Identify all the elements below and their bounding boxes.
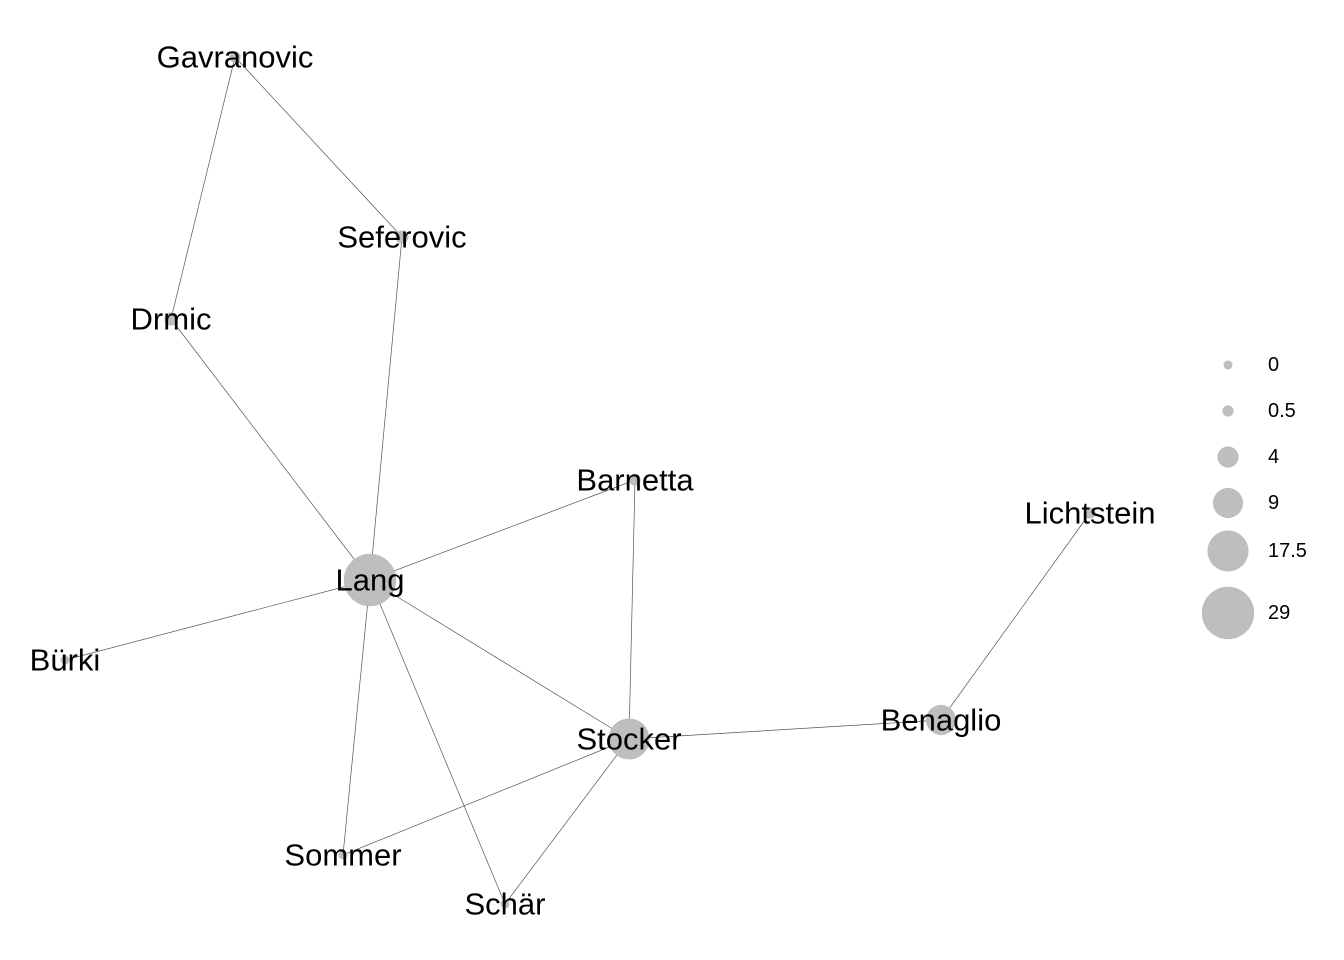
labels-layer: GavranovicSeferovicDrmicBarnettaLichtste…: [30, 40, 1156, 922]
edge-stocker-sommer: [342, 738, 630, 856]
size-legend: 0 0.5 4 9 17.5 29: [1201, 354, 1307, 640]
node-label-schar: Schär: [465, 887, 546, 922]
node-schar[interactable]: [500, 899, 510, 909]
node-drmic[interactable]: [164, 312, 178, 326]
edges-layer: [64, 56, 1091, 905]
node-label-seferovic: Seferovic: [337, 220, 466, 255]
node-barnetta[interactable]: [629, 474, 641, 486]
edge-stocker-benaglio: [628, 719, 942, 740]
edge-gavranovic-drmic: [170, 56, 236, 320]
edge-lang-stocker: [369, 579, 630, 740]
node-label-lichtstein: Lichtstein: [1025, 496, 1156, 531]
node-label-stocker: Stocker: [576, 722, 681, 757]
node-lichtstein[interactable]: [1084, 507, 1096, 519]
node-label-barnetta: Barnetta: [576, 463, 694, 498]
node-label-benaglio: Benaglio: [881, 703, 1002, 738]
legend-key-9: [1212, 487, 1244, 519]
edge-stocker-schar: [504, 738, 630, 905]
node-seferovic[interactable]: [395, 230, 409, 244]
node-label-drmic: Drmic: [131, 302, 212, 337]
node-label-sommer: Sommer: [284, 838, 401, 873]
edge-gavranovic-seferovic: [234, 56, 403, 238]
legend-label-29: 29: [1268, 602, 1290, 624]
edge-benaglio-lichtstein: [940, 512, 1091, 721]
node-sommer[interactable]: [338, 850, 348, 860]
node-label-burki: Bürki: [30, 643, 101, 678]
legend-key-17-5: [1207, 530, 1249, 572]
edge-drmic-lang: [170, 318, 371, 581]
node-burki[interactable]: [60, 655, 70, 665]
edge-lang-burki: [64, 579, 371, 661]
node-lang[interactable]: [343, 553, 397, 607]
edge-barnetta-lang: [369, 479, 636, 581]
legend-label-4: 4: [1268, 446, 1279, 468]
edge-barnetta-stocker: [628, 479, 636, 740]
node-stocker[interactable]: [608, 718, 650, 760]
legend-key-4: [1217, 446, 1239, 468]
node-benaglio[interactable]: [925, 704, 957, 736]
legend-label-9: 9: [1268, 492, 1279, 514]
legend-label-0-5: 0.5: [1268, 400, 1296, 422]
legend-key-0-5: [1222, 405, 1234, 417]
edge-lang-schar: [369, 579, 506, 905]
legend-key-29: [1201, 586, 1255, 640]
legend-label-17-5: 17.5: [1268, 540, 1307, 562]
node-label-lang: Lang: [336, 563, 405, 598]
nodes-layer: [60, 51, 1096, 909]
node-gavranovic[interactable]: [229, 51, 241, 63]
edge-seferovic-lang: [369, 236, 403, 581]
node-label-gavranovic: Gavranovic: [157, 40, 314, 75]
edge-lang-sommer: [342, 579, 371, 856]
legend-key-0: [1223, 360, 1233, 370]
legend-label-0: 0: [1268, 354, 1279, 376]
